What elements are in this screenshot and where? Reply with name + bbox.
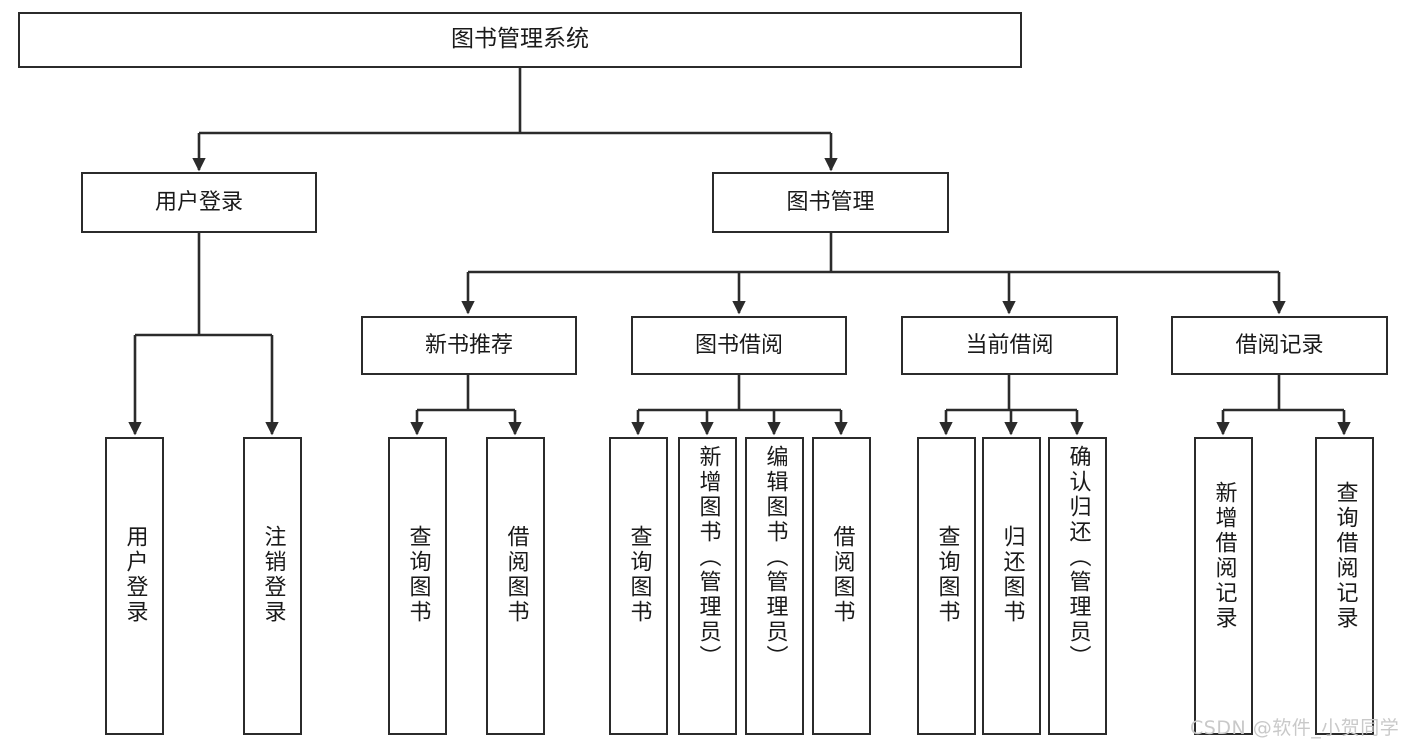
node-label: 借阅图书 [829, 525, 855, 625]
node-new-book-recommend[interactable]: 新书推荐 [361, 316, 577, 375]
csdn-watermark: CSDN @软件_小贺同学 [1190, 717, 1400, 739]
node-label: 当前借阅 [965, 332, 1054, 358]
leaf-borrow-record-query[interactable]: 查询借阅记录 [1315, 437, 1374, 735]
node-label: 图书管理 [786, 189, 875, 215]
node-label: 查询图书 [405, 525, 431, 625]
leaf-current-borrow-query[interactable]: 查询图书 [917, 437, 976, 735]
node-current-borrow[interactable]: 当前借阅 [901, 316, 1118, 375]
leaf-book-borrow-query[interactable]: 查询图书 [609, 437, 668, 735]
node-label: 新增借阅记录 [1211, 481, 1237, 631]
leaf-book-borrow-borrow[interactable]: 借阅图书 [812, 437, 871, 735]
node-label: 图书管理系统 [451, 26, 589, 53]
leaf-new-book-borrow[interactable]: 借阅图书 [486, 437, 545, 735]
node-label: 用户登录 [154, 189, 243, 215]
leaf-current-borrow-return[interactable]: 归还图书 [982, 437, 1041, 735]
node-label: 用户登录 [122, 525, 148, 625]
node-label: 查询图书 [626, 525, 652, 625]
leaf-user-login-login[interactable]: 用户登录 [105, 437, 164, 735]
node-book-management[interactable]: 图书管理 [712, 172, 949, 233]
node-label: 归还图书 [999, 525, 1025, 625]
node-book-borrow[interactable]: 图书借阅 [631, 316, 847, 375]
leaf-new-book-query[interactable]: 查询图书 [388, 437, 447, 735]
node-label: 借阅记录 [1235, 332, 1324, 358]
leaf-book-borrow-add-admin[interactable]: 新增图书（管理员） [678, 437, 737, 735]
node-label: 编辑图书（管理员） [762, 445, 788, 670]
node-label: 查询图书 [934, 525, 960, 625]
node-root-book-management-system[interactable]: 图书管理系统 [18, 12, 1022, 68]
leaf-book-borrow-edit-admin[interactable]: 编辑图书（管理员） [745, 437, 804, 735]
node-label: 图书借阅 [694, 332, 783, 358]
leaf-user-login-logout[interactable]: 注销登录 [243, 437, 302, 735]
leaf-current-borrow-confirm-admin[interactable]: 确认归还（管理员） [1048, 437, 1107, 735]
node-label: 查询借阅记录 [1332, 481, 1358, 631]
node-user-login[interactable]: 用户登录 [81, 172, 317, 233]
node-label: 借阅图书 [503, 525, 529, 625]
node-label: 注销登录 [260, 525, 286, 625]
node-label: 新增图书（管理员） [695, 445, 721, 670]
leaf-borrow-record-add[interactable]: 新增借阅记录 [1194, 437, 1253, 735]
node-borrow-record[interactable]: 借阅记录 [1171, 316, 1388, 375]
node-label: 确认归还（管理员） [1065, 445, 1091, 670]
node-label: 新书推荐 [424, 332, 513, 358]
